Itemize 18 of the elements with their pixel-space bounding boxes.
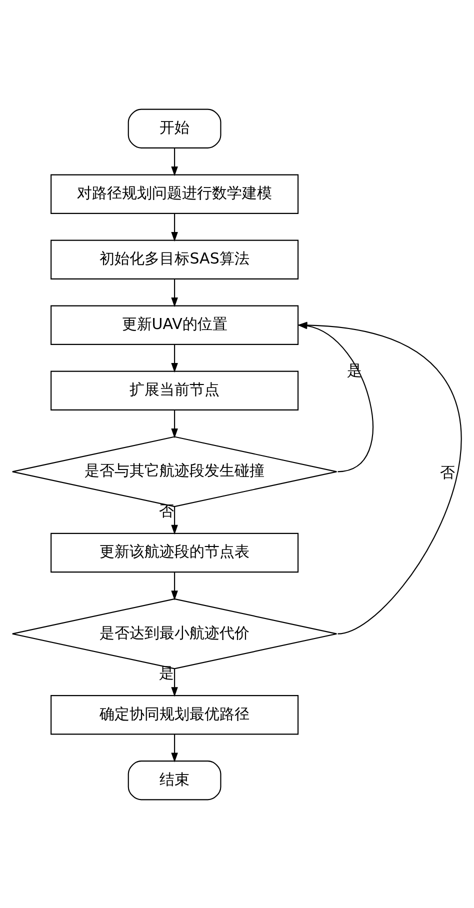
node-box: 开始 — [128, 108, 222, 148]
arrow — [171, 278, 178, 307]
node-box: 初始化多目标SAS算法 — [50, 239, 299, 279]
arrow — [171, 410, 178, 438]
node-box: 确定协同规划最优路径 — [50, 694, 299, 734]
node-box: 更新UAV的位置 — [50, 304, 299, 344]
arrow — [171, 734, 178, 762]
arrow — [171, 344, 178, 372]
node-box: 扩展当前节点 — [50, 370, 299, 410]
arrow — [171, 213, 178, 242]
node-box: 结束 — [128, 760, 222, 800]
edge-label: 否 — [440, 462, 456, 481]
arrow — [171, 506, 178, 534]
node-box: 更新该航迹段的节点表 — [50, 532, 299, 572]
arrow — [171, 572, 178, 600]
arrow — [171, 668, 178, 696]
node-box: 对路径规划问题进行数学建模 — [50, 174, 299, 214]
arrow — [171, 148, 178, 176]
